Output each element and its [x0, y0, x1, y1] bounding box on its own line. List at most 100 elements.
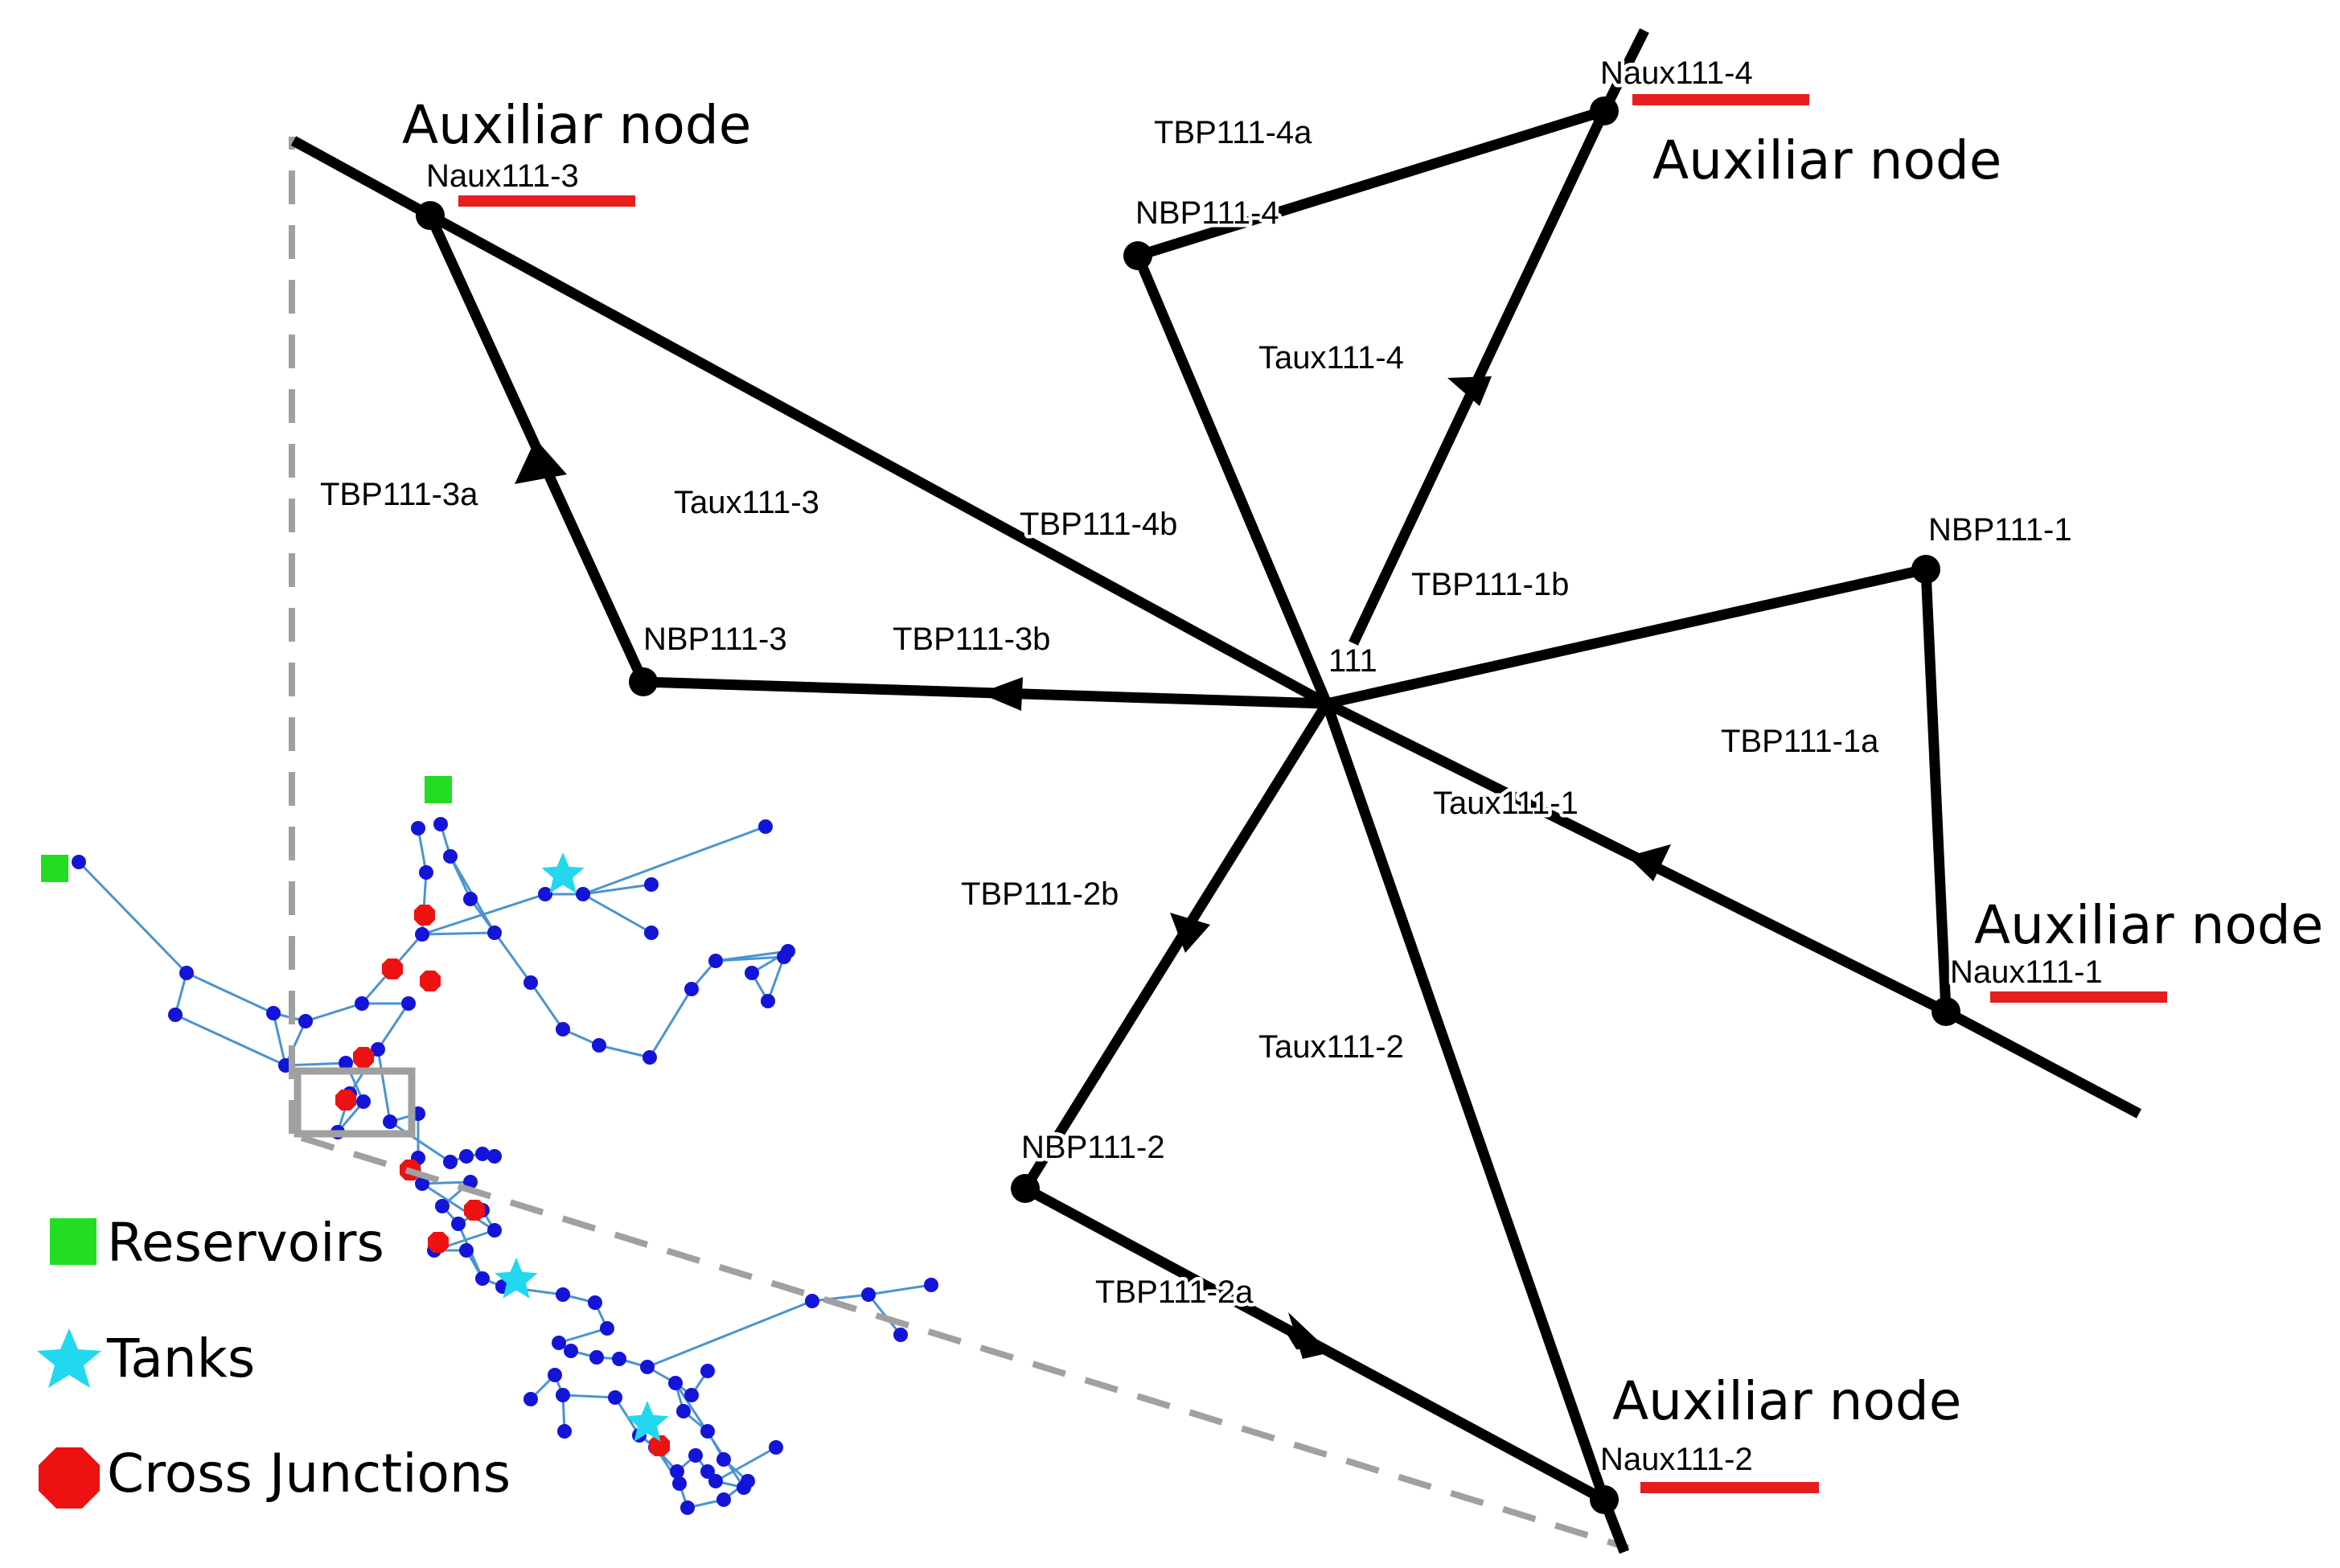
- inset-pipe: [469, 898, 532, 983]
- inset-junction: [415, 927, 429, 942]
- inset-pipe: [376, 1049, 392, 1123]
- inset-junction: [861, 1287, 876, 1302]
- inset-junction: [672, 1476, 687, 1491]
- node-naux111-1: [1932, 997, 1960, 1026]
- inset-junction: [769, 1440, 783, 1455]
- inset-junction: [737, 1480, 751, 1495]
- inset-junction: [356, 1094, 371, 1109]
- inset-junction: [298, 1014, 313, 1028]
- inset-junction: [556, 1287, 570, 1302]
- inset-junction: [777, 950, 791, 964]
- inset-junction: [600, 1321, 614, 1336]
- label-naux111-3: Naux111-3: [426, 158, 579, 194]
- label-taux111-3: Taux111-3: [674, 485, 819, 520]
- inset-junction: [443, 849, 458, 864]
- inset-junction: [670, 1464, 684, 1479]
- legend-reservoirs: Reservoirs: [107, 1212, 384, 1274]
- inset-pipe: [558, 1327, 608, 1344]
- label-taux111-1: Taux111-1: [1433, 786, 1578, 821]
- inset-junction: [588, 1295, 602, 1310]
- inset-junction: [371, 1042, 385, 1057]
- label-tbp111-2a: TBP111-2a: [1095, 1275, 1254, 1310]
- inset-pipe: [272, 1012, 287, 1066]
- inset-junction: [339, 1056, 353, 1070]
- inset-junction: [700, 1424, 715, 1439]
- flow-arrows: [515, 376, 1671, 1359]
- inset-pipe: [77, 860, 188, 975]
- legend-cross-junctions: Cross Junctions: [107, 1443, 511, 1504]
- inset-pipe: [389, 1120, 451, 1164]
- inset-junction: [411, 821, 425, 835]
- inset-junction: [676, 1404, 691, 1418]
- label-tbp111-3a: TBP111-3a: [320, 477, 478, 512]
- inset-pipe: [648, 988, 693, 1058]
- label-tbp111-3b: TBP111-3b: [893, 622, 1050, 657]
- inset-junction: [700, 1364, 715, 1378]
- inset-pipe: [174, 1013, 286, 1067]
- inset-junction: [487, 1149, 502, 1164]
- inset-junction: [487, 926, 502, 940]
- inset-junction: [644, 926, 659, 940]
- node-nbp111-1: [1911, 555, 1940, 584]
- zoom-box: [294, 1067, 416, 1138]
- inset-pipe: [421, 931, 495, 936]
- pipe-edge-top: [1599, 28, 1649, 113]
- inset-junction: [758, 819, 773, 834]
- arrow-taux111-4: [1447, 376, 1492, 406]
- pipe-edge-right: [1943, 1007, 2142, 1119]
- label-nbp111-1: NBP111-1: [1928, 512, 2072, 548]
- inset-junction: [451, 1217, 466, 1231]
- inset-tank: [541, 852, 585, 893]
- inset-junction: [608, 1390, 622, 1405]
- inset-junction: [612, 1352, 626, 1366]
- arrow-tbp111-3b: [979, 677, 1023, 711]
- reservoir-legend-icon: [50, 1218, 96, 1265]
- inset-pipe: [449, 856, 472, 900]
- aux-node-label-3: Auxiliar node: [402, 94, 751, 156]
- inset-junction: [805, 1294, 819, 1308]
- inset-junction: [538, 887, 552, 901]
- inset-pipe: [529, 982, 564, 1030]
- inset-junction: [168, 1008, 183, 1022]
- inset-pipe: [868, 1283, 932, 1296]
- inset-junction: [745, 966, 759, 980]
- inset-pipe: [421, 1182, 495, 1232]
- node-naux111-4: [1590, 96, 1619, 125]
- inset-tank: [626, 1401, 669, 1442]
- inset-junction: [475, 1147, 490, 1161]
- label-tbp111-2b: TBP111-2b: [961, 876, 1119, 912]
- inset-junction: [459, 1243, 474, 1258]
- pipe-tbp111-4a: [1136, 105, 1606, 261]
- inset-junction: [523, 975, 538, 990]
- inset-pipe: [582, 883, 652, 896]
- inset-cross-junction: [428, 1232, 449, 1253]
- aux-underlines: [458, 94, 2167, 1493]
- label-tbp111-1b: TBP111-1b: [1411, 567, 1569, 602]
- inset-junction: [708, 1474, 723, 1488]
- inset-junction: [415, 1176, 429, 1191]
- label-taux111-4: Taux111-4: [1258, 340, 1404, 376]
- inset-junction: [680, 1500, 695, 1515]
- legend-tanks: Tanks: [106, 1328, 255, 1389]
- inset-junction: [433, 817, 448, 831]
- inset-cross-junction: [649, 1435, 670, 1456]
- inset-pipe: [766, 956, 786, 1002]
- inset-junction: [355, 996, 369, 1011]
- inset-pipe: [582, 893, 652, 934]
- inset-pipe: [562, 1394, 616, 1399]
- inset-cross-junction: [335, 1090, 356, 1110]
- inset-cross-junction: [414, 905, 435, 926]
- inset-junction: [716, 1492, 731, 1507]
- arrow-tbp111-3a: [515, 439, 567, 484]
- inset-junction: [893, 1328, 908, 1342]
- inset-junction: [556, 1022, 570, 1036]
- inset-junction: [716, 1452, 731, 1467]
- node-nbp111-2: [1011, 1174, 1040, 1203]
- inset-cross-junction: [464, 1200, 485, 1221]
- inset-junction: [564, 1344, 578, 1358]
- legend: Reservoirs Tanks Cross Junctions: [37, 1212, 511, 1508]
- aux-node-labels: Auxiliar node Auxiliar node Auxiliar nod…: [402, 94, 2323, 1432]
- label-111: 111: [1328, 643, 1377, 679]
- inset-junction: [435, 1199, 450, 1213]
